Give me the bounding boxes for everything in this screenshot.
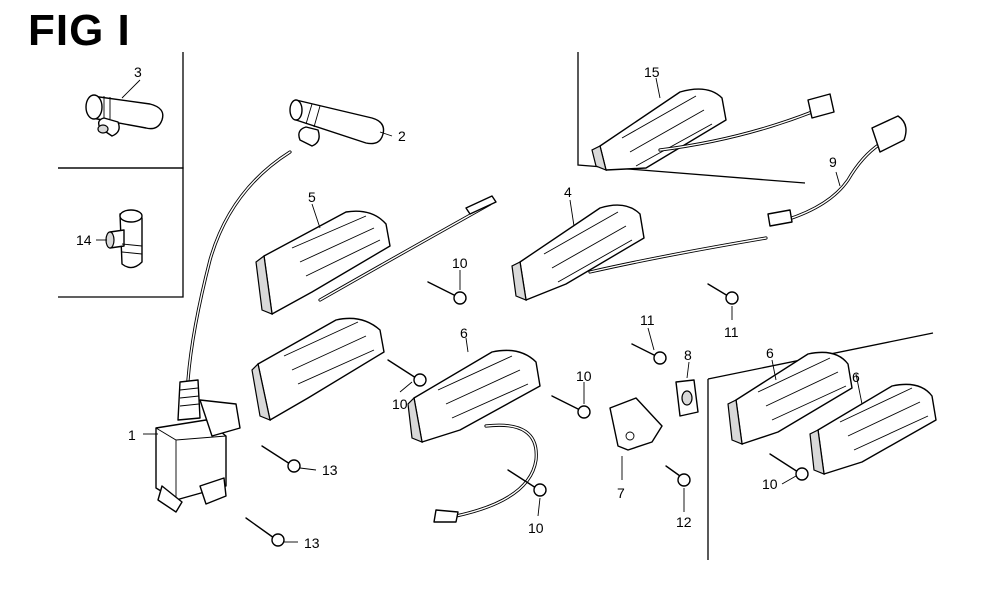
callout-13-b: 13 [304,535,320,551]
bolt-part-10-c [551,395,591,419]
callout-6-inset-left: 6 [766,345,774,361]
callout-10-c: 10 [576,368,592,384]
callout-15: 15 [644,64,660,80]
inset-frame-top-right [577,52,806,184]
figure-title: FIG I [28,6,131,55]
callout-12: 12 [676,514,692,530]
callout-labels: 1 2 3 4 5 6 6 6 7 8 9 10 10 10 10 10 11 … [76,64,860,551]
callout-10-d: 10 [528,520,544,536]
bolt-part-12 [665,465,691,487]
leader-lines [399,270,859,517]
bolt-part-10-a [427,281,467,305]
callout-8: 8 [684,347,692,363]
bracket-part-7 [609,397,663,480]
spark-plug-cap-part-14 [96,209,143,269]
callout-11-b: 11 [724,324,739,340]
callout-10-a: 10 [452,255,468,271]
inset-frame-left [58,52,184,298]
callout-10-b: 10 [392,396,408,412]
callout-13-a: 13 [322,462,338,478]
coil-part-6-center [407,337,541,523]
callout-5: 5 [308,189,316,205]
callout-7: 7 [617,485,625,501]
callout-4: 4 [564,184,572,200]
coil-pair-part-6-inset [727,351,937,475]
callout-9: 9 [829,154,837,170]
coil-part-4 [511,199,768,301]
bolt-part-10-e [769,453,809,481]
ignition-coil-part-1 [143,150,292,513]
bolt-part-13-a [261,445,317,473]
bolt-part-11-a [631,343,667,365]
callout-2: 2 [398,128,406,144]
callout-6-inset-right: 6 [852,369,860,385]
callout-3: 3 [134,64,142,80]
coil-assembly-part-5 [251,195,497,421]
spark-plug-cap-part-3 [85,79,164,137]
bolt-part-10-d [507,469,547,497]
grommet-part-8 [675,361,699,417]
bolt-part-10-b [387,359,427,387]
callout-1: 1 [128,427,136,443]
spark-plug-cap-part-2 [289,99,393,147]
bolt-part-13-b [245,517,298,547]
coil-part-15 [591,77,835,171]
bolt-part-11-b [707,283,739,305]
wire-harness-part-9 [767,115,907,227]
callout-11-a: 11 [640,312,655,328]
callout-10-e: 10 [762,476,778,492]
callout-6-center: 6 [460,325,468,341]
callout-14: 14 [76,232,92,248]
